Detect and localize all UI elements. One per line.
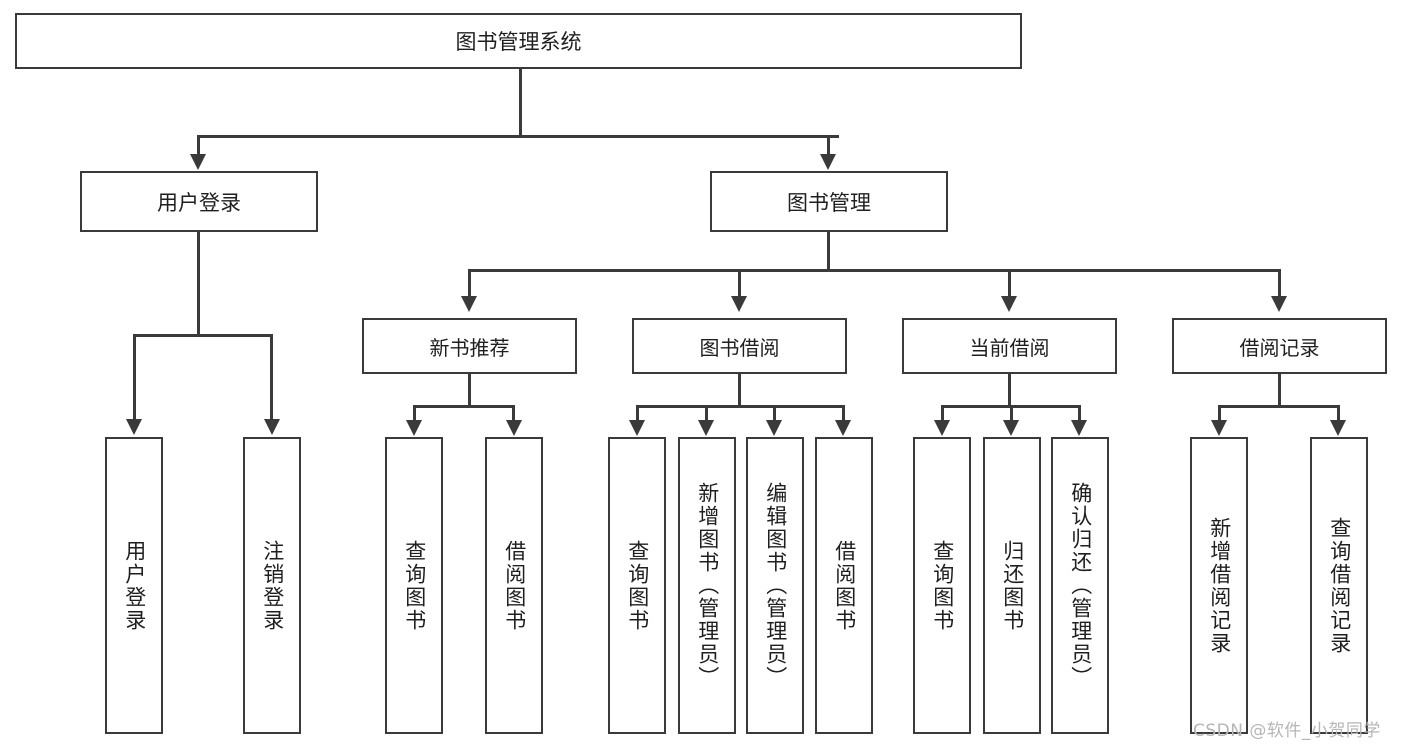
node-label: 查询借阅记录 [1327,516,1352,655]
connector-bb-drop-1 [636,405,639,421]
node-leaf-query-borrow-record[interactable]: 查询借阅记录 [1310,437,1368,734]
connector-bb-drop-3 [773,405,776,421]
connector-bb-drop-2 [705,405,708,421]
node-leaf-query-book-borrow[interactable]: 查询图书 [608,437,666,734]
node-leaf-confirm-return[interactable]: 确认归还（管理员） [1051,437,1109,734]
node-leaf-borrow-book-rec[interactable]: 借阅图书 [485,437,543,734]
connector-cb-drop-3 [1078,405,1081,421]
node-label: 确认归还（管理员） [1068,482,1093,689]
arrowhead-book-borrow [731,296,747,312]
arrowhead-new-book-recommend [461,296,477,312]
node-leaf-add-book-admin[interactable]: 新增图书（管理员） [678,437,736,734]
node-leaf-edit-book-admin[interactable]: 编辑图书（管理员） [746,437,804,734]
connector-root-to-user-login [197,135,200,155]
connector-level3-drop-2 [738,269,741,297]
arrowhead-leaf-query-book-borrow [629,420,645,436]
node-root-system[interactable]: 图书管理系统 [15,13,1022,69]
node-label: 查询图书 [402,539,427,632]
node-leaf-user-logout[interactable]: 注销登录 [243,437,301,734]
connector-root-trunk [519,69,522,136]
node-leaf-return-book[interactable]: 归还图书 [983,437,1041,734]
arrowhead-leaf-confirm-return [1071,420,1087,436]
node-leaf-borrow-book[interactable]: 借阅图书 [815,437,873,734]
node-label: 用户登录 [122,539,147,632]
arrowhead-leaf-add-borrow-record [1211,420,1227,436]
node-label: 图书管理系统 [455,30,582,54]
connector-level3-bus [468,269,1280,272]
arrowhead-leaf-borrow-book-rec [506,420,522,436]
node-label: 注销登录 [260,539,285,632]
node-label: 图书管理 [787,190,871,215]
connector-bb-drop-4 [842,405,845,421]
connector-cb-drop-1 [941,405,944,421]
node-current-borrow[interactable]: 当前借阅 [902,318,1117,374]
connector-book-borrow-trunk [738,374,741,408]
connector-borrow-record-trunk [1278,374,1281,408]
connector-borrow-record-bus [1218,405,1340,408]
connector-cb-drop-2 [1010,405,1013,421]
connector-user-login-bus [133,334,273,337]
node-label: 新增借阅记录 [1207,516,1232,655]
connector-new-book-recommend-bus [413,405,515,408]
node-user-login[interactable]: 用户登录 [80,171,318,232]
arrowhead-leaf-query-book-rec [406,420,422,436]
arrowhead-leaf-query-borrow-record [1330,420,1346,436]
node-label: 编辑图书（管理员） [763,482,788,689]
connector-user-login-drop-2 [270,334,273,420]
connector-br-drop-2 [1337,405,1340,421]
arrowhead-leaf-borrow-book [835,420,851,436]
node-label: 归还图书 [1000,539,1025,632]
connector-level3-drop-4 [1278,269,1281,297]
connector-level3-drop-3 [1008,269,1011,297]
node-label: 新书推荐 [429,335,510,360]
arrowhead-leaf-user-login [126,419,142,435]
connector-new-book-recommend-trunk [468,374,471,408]
connector-level3-drop-1 [468,269,471,297]
arrowhead-borrow-record [1271,296,1287,312]
arrowhead-current-borrow [1001,296,1017,312]
connector-book-management-trunk [827,232,830,271]
node-new-book-recommend[interactable]: 新书推荐 [362,318,577,374]
node-label: 查询图书 [930,539,955,632]
node-book-borrow[interactable]: 图书借阅 [632,318,847,374]
node-label: 借阅记录 [1239,335,1320,360]
node-leaf-user-login[interactable]: 用户登录 [105,437,163,734]
connector-br-drop-1 [1218,405,1221,421]
node-book-management[interactable]: 图书管理 [710,171,948,232]
node-label: 当前借阅 [969,335,1050,360]
node-label: 图书借阅 [699,335,780,360]
connector-root-bus [197,135,839,138]
arrowhead-book-management [820,154,836,170]
arrowhead-leaf-user-logout [264,419,280,435]
node-label: 新增图书（管理员） [695,482,720,689]
node-leaf-query-book-rec[interactable]: 查询图书 [385,437,443,734]
node-leaf-query-book-current[interactable]: 查询图书 [913,437,971,734]
connector-user-login-drop-1 [133,334,136,420]
connector-current-borrow-trunk [1008,374,1011,408]
node-label: 用户登录 [157,190,241,215]
node-leaf-add-borrow-record[interactable]: 新增借阅记录 [1190,437,1248,734]
arrowhead-leaf-edit-book-admin [766,420,782,436]
arrowhead-leaf-query-book-current [934,420,950,436]
arrowhead-leaf-add-book-admin [698,420,714,436]
arrowhead-leaf-return-book [1003,420,1019,436]
node-borrow-record[interactable]: 借阅记录 [1172,318,1387,374]
arrowhead-user-login [190,154,206,170]
node-label: 借阅图书 [832,539,857,632]
node-label: 借阅图书 [502,539,527,632]
connector-user-login-trunk [197,232,200,337]
connector-nbr-drop-1 [413,405,416,421]
connector-book-borrow-bus [636,405,845,408]
connector-nbr-drop-2 [512,405,515,421]
connector-root-to-book-management [827,135,830,155]
node-label: 查询图书 [625,539,650,632]
csdn-watermark: CSDN @软件_小贺同学 [1193,721,1381,741]
